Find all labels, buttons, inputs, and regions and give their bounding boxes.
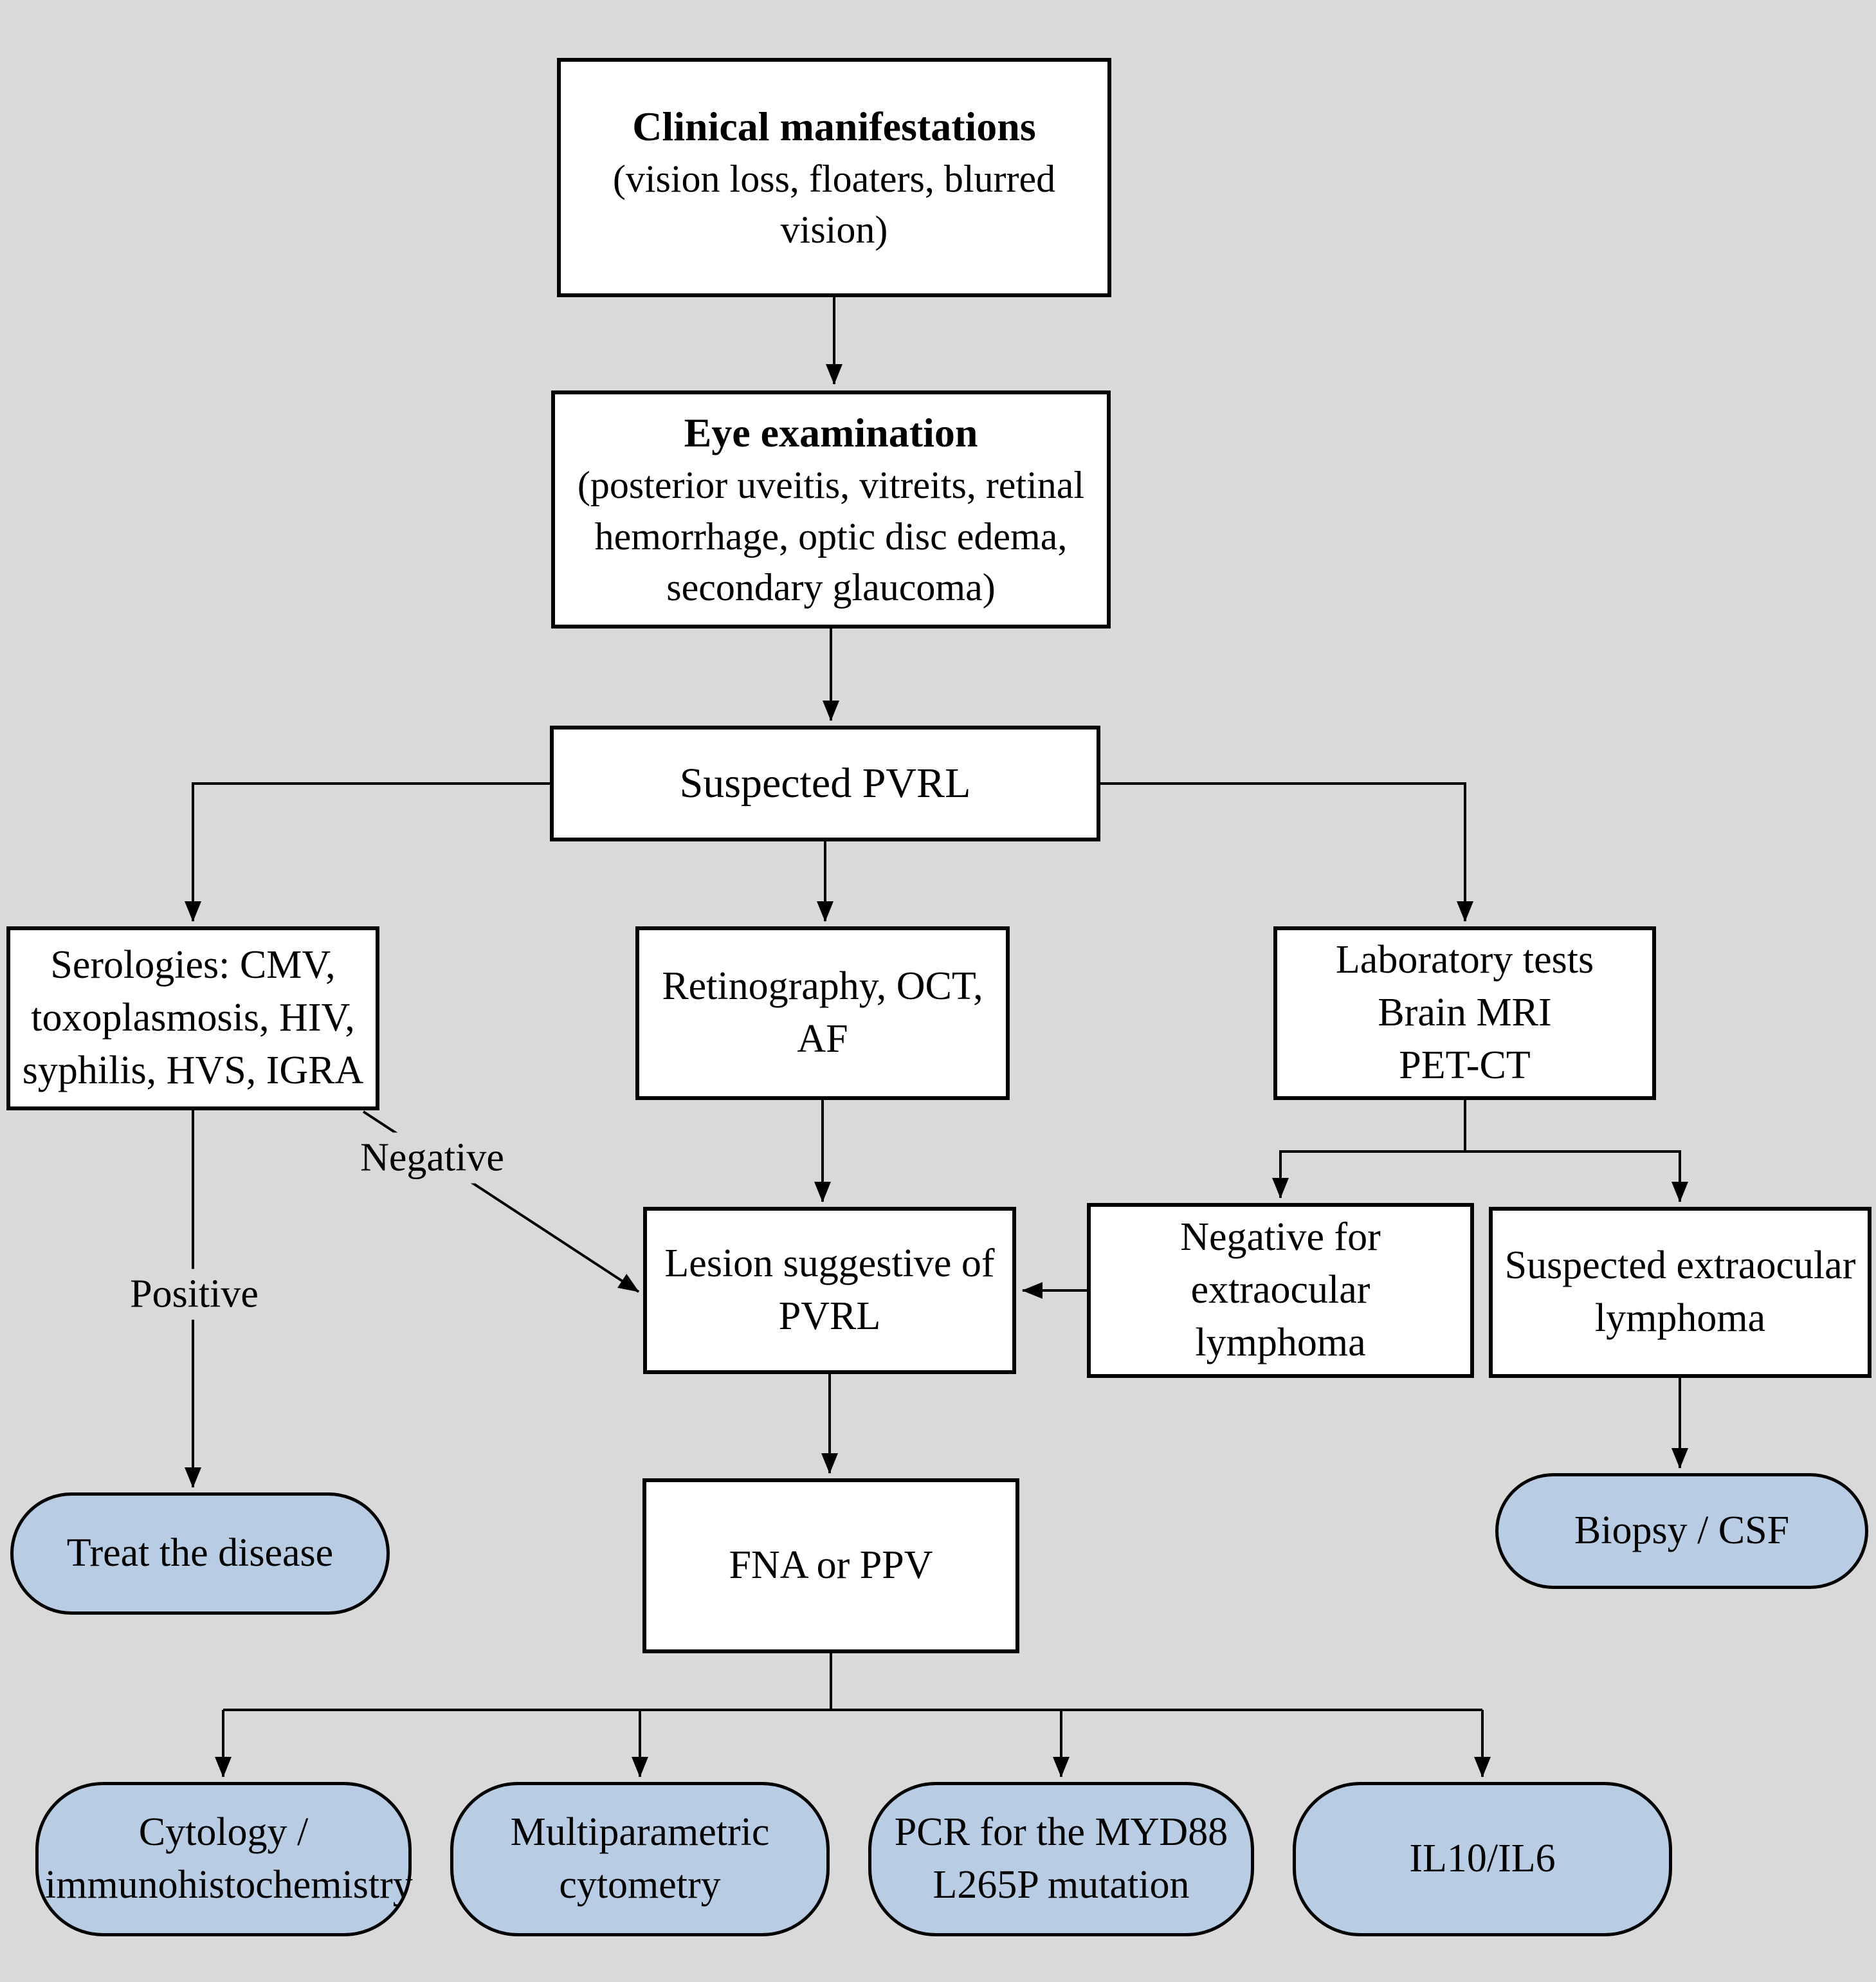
node-label: Suspected PVRL: [679, 760, 971, 807]
edge-label-negative: Negative: [349, 1132, 516, 1184]
node-clinical-detail: (vision loss, floaters, blurred vision): [612, 158, 1056, 252]
node-lab-line2: Brain MRI: [1378, 991, 1552, 1035]
node-fna-or-ppv: FNA or PPV: [642, 1478, 1019, 1653]
node-retinography-oct-af: Retinography, OCT, AF: [635, 926, 1010, 1100]
node-label: Retinography, OCT, AF: [662, 964, 983, 1061]
node-serologies: Serologies: CMV, toxoplasmosis, HIV, syp…: [6, 926, 379, 1110]
node-lab-line1: Laboratory tests: [1335, 938, 1594, 982]
node-label: Suspected extraocular lymphoma: [1504, 1243, 1856, 1340]
terminal-cytology-immunohistochemistry: Cytology / immunohistochemistry: [35, 1782, 413, 1936]
edge-lab-to-suspected-extraocular: [1465, 1150, 1688, 1202]
terminal-pcr-myd88-l265p: PCR for the MYD88 L265P mutation: [868, 1782, 1254, 1936]
node-label: Lesion suggestive of PVRL: [664, 1242, 995, 1338]
edge-lab-to-negative-extraocular: [1272, 1100, 1466, 1198]
node-laboratory-tests: Laboratory tests Brain MRI PET-CT: [1273, 926, 1656, 1100]
edge-pvrl-to-serologies: [185, 782, 550, 922]
node-label: Multiparametric cytometry: [510, 1810, 770, 1907]
node-eye-title: Eye examination: [684, 409, 978, 455]
terminal-il10-il6: IL10/IL6: [1293, 1782, 1672, 1936]
node-label: Negative for extraocular lymphoma: [1180, 1215, 1381, 1364]
terminal-biopsy-csf: Biopsy / CSF: [1495, 1473, 1868, 1589]
node-label: IL10/IL6: [1409, 1837, 1556, 1881]
node-suspected-extraocular-lymphoma: Suspected extraocular lymphoma: [1489, 1207, 1871, 1378]
node-eye-examination: Eye examination (posterior uveitis, vitr…: [551, 390, 1111, 629]
node-suspected-pvrl: Suspected PVRL: [550, 726, 1100, 841]
node-lab-line3: PET-CT: [1399, 1043, 1531, 1087]
terminal-multiparametric-cytometry: Multiparametric cytometry: [450, 1782, 830, 1936]
node-label: Biopsy / CSF: [1574, 1509, 1790, 1553]
node-eye-detail: (posterior uveitis, vitreits, retinal he…: [577, 464, 1085, 609]
node-label: PCR for the MYD88 L265P mutation: [894, 1810, 1228, 1907]
node-label: Treat the disease: [66, 1531, 334, 1575]
node-negative-extraocular-lymphoma: Negative for extraocular lymphoma: [1087, 1203, 1474, 1378]
node-label: Serologies: CMV, toxoplasmosis, HIV, syp…: [22, 943, 364, 1092]
node-lesion-suggestive-pvrl: Lesion suggestive of PVRL: [643, 1207, 1016, 1374]
edge-pvrl-to-lab-tests: [1100, 782, 1473, 922]
node-clinical-title: Clinical manifestations: [632, 103, 1036, 149]
node-label: Cytology / immunohistochemistry: [45, 1810, 413, 1907]
node-label: FNA or PPV: [729, 1543, 933, 1588]
node-clinical-manifestations: Clinical manifestations (vision loss, fl…: [557, 58, 1111, 297]
edge-label-positive: Positive: [118, 1269, 270, 1320]
terminal-treat-the-disease: Treat the disease: [10, 1492, 390, 1615]
